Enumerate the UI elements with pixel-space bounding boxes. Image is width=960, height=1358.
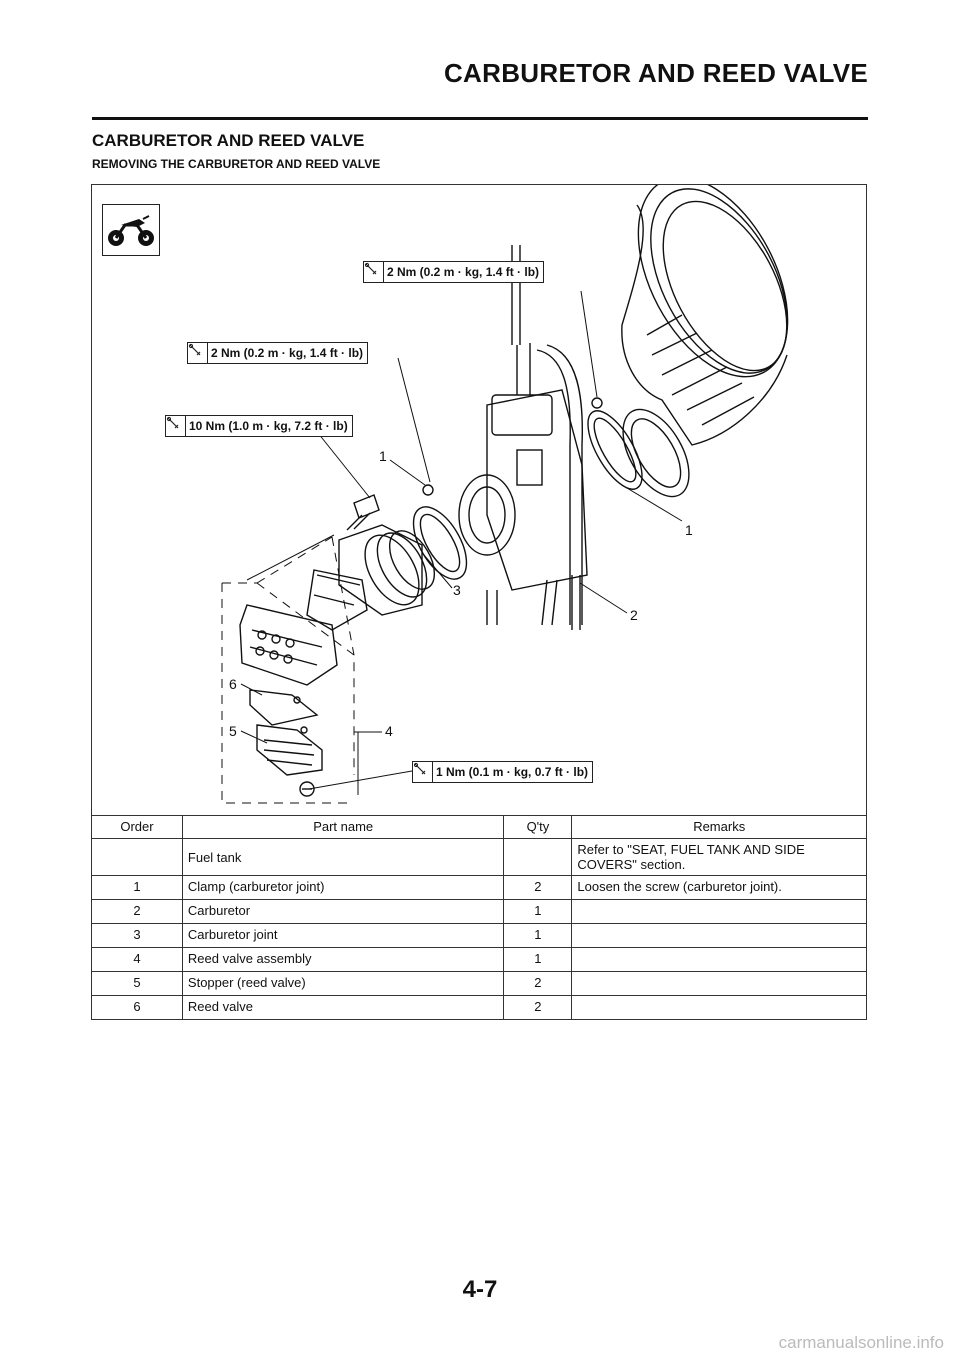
air-boot-drawing [621,185,789,446]
cell-part-name: Stopper (reed valve) [181,971,505,996]
header-qty: Q'ty [503,815,573,839]
carburetor-drawing [458,245,588,630]
cell-order: 6 [91,995,183,1020]
torque-spec-2: 2 Nm (0.2 m · kg, 1.4 ft · lb) [187,342,369,364]
table-row: 6 Reed valve 2 [91,995,867,1020]
table-row: 4 Reed valve assembly 1 [91,947,867,972]
cell-part-name: Carburetor joint [181,923,505,948]
table-row: 5 Stopper (reed valve) 2 [91,971,867,996]
torque-wrench-icon [188,343,208,363]
cell-qty: 1 [503,923,573,948]
cell-remarks: Loosen the screw (carburetor joint). [571,875,867,900]
section-subtitle: REMOVING THE CARBURETOR AND REED VALVE [92,157,381,171]
torque-spec-1: 2 Nm (0.2 m · kg, 1.4 ft · lb) [363,261,545,283]
cell-order [91,838,183,876]
cell-qty [503,838,573,876]
cell-remarks [571,995,867,1020]
parts-table: Order Part name Q'ty Remarks Fuel tank R… [91,815,867,1020]
callout-1-left: 1 [379,448,387,464]
cell-remarks [571,923,867,948]
exploded-diagram: 2 Nm (0.2 m · kg, 1.4 ft · lb) 2 Nm (0.2… [91,184,867,815]
cell-order: 2 [91,899,183,924]
page-header-title: CARBURETOR AND REED VALVE [443,58,868,88]
page-number: 4-7 [462,1276,498,1303]
cell-remarks: Refer to "SEAT, FUEL TANK AND SIDE COVER… [571,838,867,876]
cell-order: 5 [91,971,183,996]
cell-qty: 2 [503,875,573,900]
callout-3: 3 [453,582,461,598]
table-header-row: Order Part name Q'ty Remarks [91,815,867,839]
callout-4: 4 [385,723,393,739]
table-row: Fuel tank Refer to "SEAT, FUEL TANK AND … [91,838,867,876]
torque-wrench-icon [413,762,433,782]
callout-6: 6 [229,676,237,692]
cell-part-name: Fuel tank [181,838,505,876]
cell-order: 4 [91,947,183,972]
cell-remarks [571,899,867,924]
torque-wrench-icon [166,416,186,436]
reed-petals-drawing [249,689,323,797]
cell-part-name: Carburetor [181,899,505,924]
table-row: 3 Carburetor joint 1 [91,923,867,948]
torque-spec-1-label: 2 Nm (0.2 m · kg, 1.4 ft · lb) [387,265,540,279]
cell-qty: 1 [503,899,573,924]
torque-spec-4-label: 1 Nm (0.1 m · kg, 0.7 ft · lb) [436,765,589,779]
callout-2: 2 [630,607,638,623]
watermark: carmanualsonline.info [778,1333,944,1352]
header-divider [92,117,868,120]
cell-order: 3 [91,923,183,948]
reed-valve-dashed-boundary [221,536,355,804]
cell-qty: 2 [503,995,573,1020]
table-row: 2 Carburetor 1 [91,899,867,924]
carburetor-joint-drawing [338,494,436,616]
torque-wrench-icon [364,262,384,282]
cell-part-name: Clamp (carburetor joint) [181,875,505,900]
cell-remarks [571,947,867,972]
cell-part-name: Reed valve assembly [181,947,505,972]
leader-lines [240,290,683,795]
torque-spec-4: 1 Nm (0.1 m · kg, 0.7 ft · lb) [412,761,594,783]
table-row: 1 Clamp (carburetor joint) 2 Loosen the … [91,875,867,900]
reed-valve-assembly-drawing [239,569,368,686]
cell-qty: 1 [503,947,573,972]
header-remarks: Remarks [571,815,867,839]
cell-part-name: Reed valve [181,995,505,1020]
cell-qty: 2 [503,971,573,996]
torque-spec-3-label: 10 Nm (1.0 m · kg, 7.2 ft · lb) [189,419,348,433]
section-title: CARBURETOR AND REED VALVE [92,131,365,150]
motorcycle-icon [102,204,160,256]
torque-spec-3: 10 Nm (1.0 m · kg, 7.2 ft · lb) [165,415,353,437]
torque-spec-2-label: 2 Nm (0.2 m · kg, 1.4 ft · lb) [211,346,364,360]
motorcycle-icon-graphic [108,215,154,246]
cell-remarks [571,971,867,996]
callout-1-right: 1 [685,522,693,538]
cell-order: 1 [91,875,183,900]
header-order: Order [91,815,183,839]
callout-5: 5 [229,723,237,739]
header-part-name: Part name [181,815,505,839]
